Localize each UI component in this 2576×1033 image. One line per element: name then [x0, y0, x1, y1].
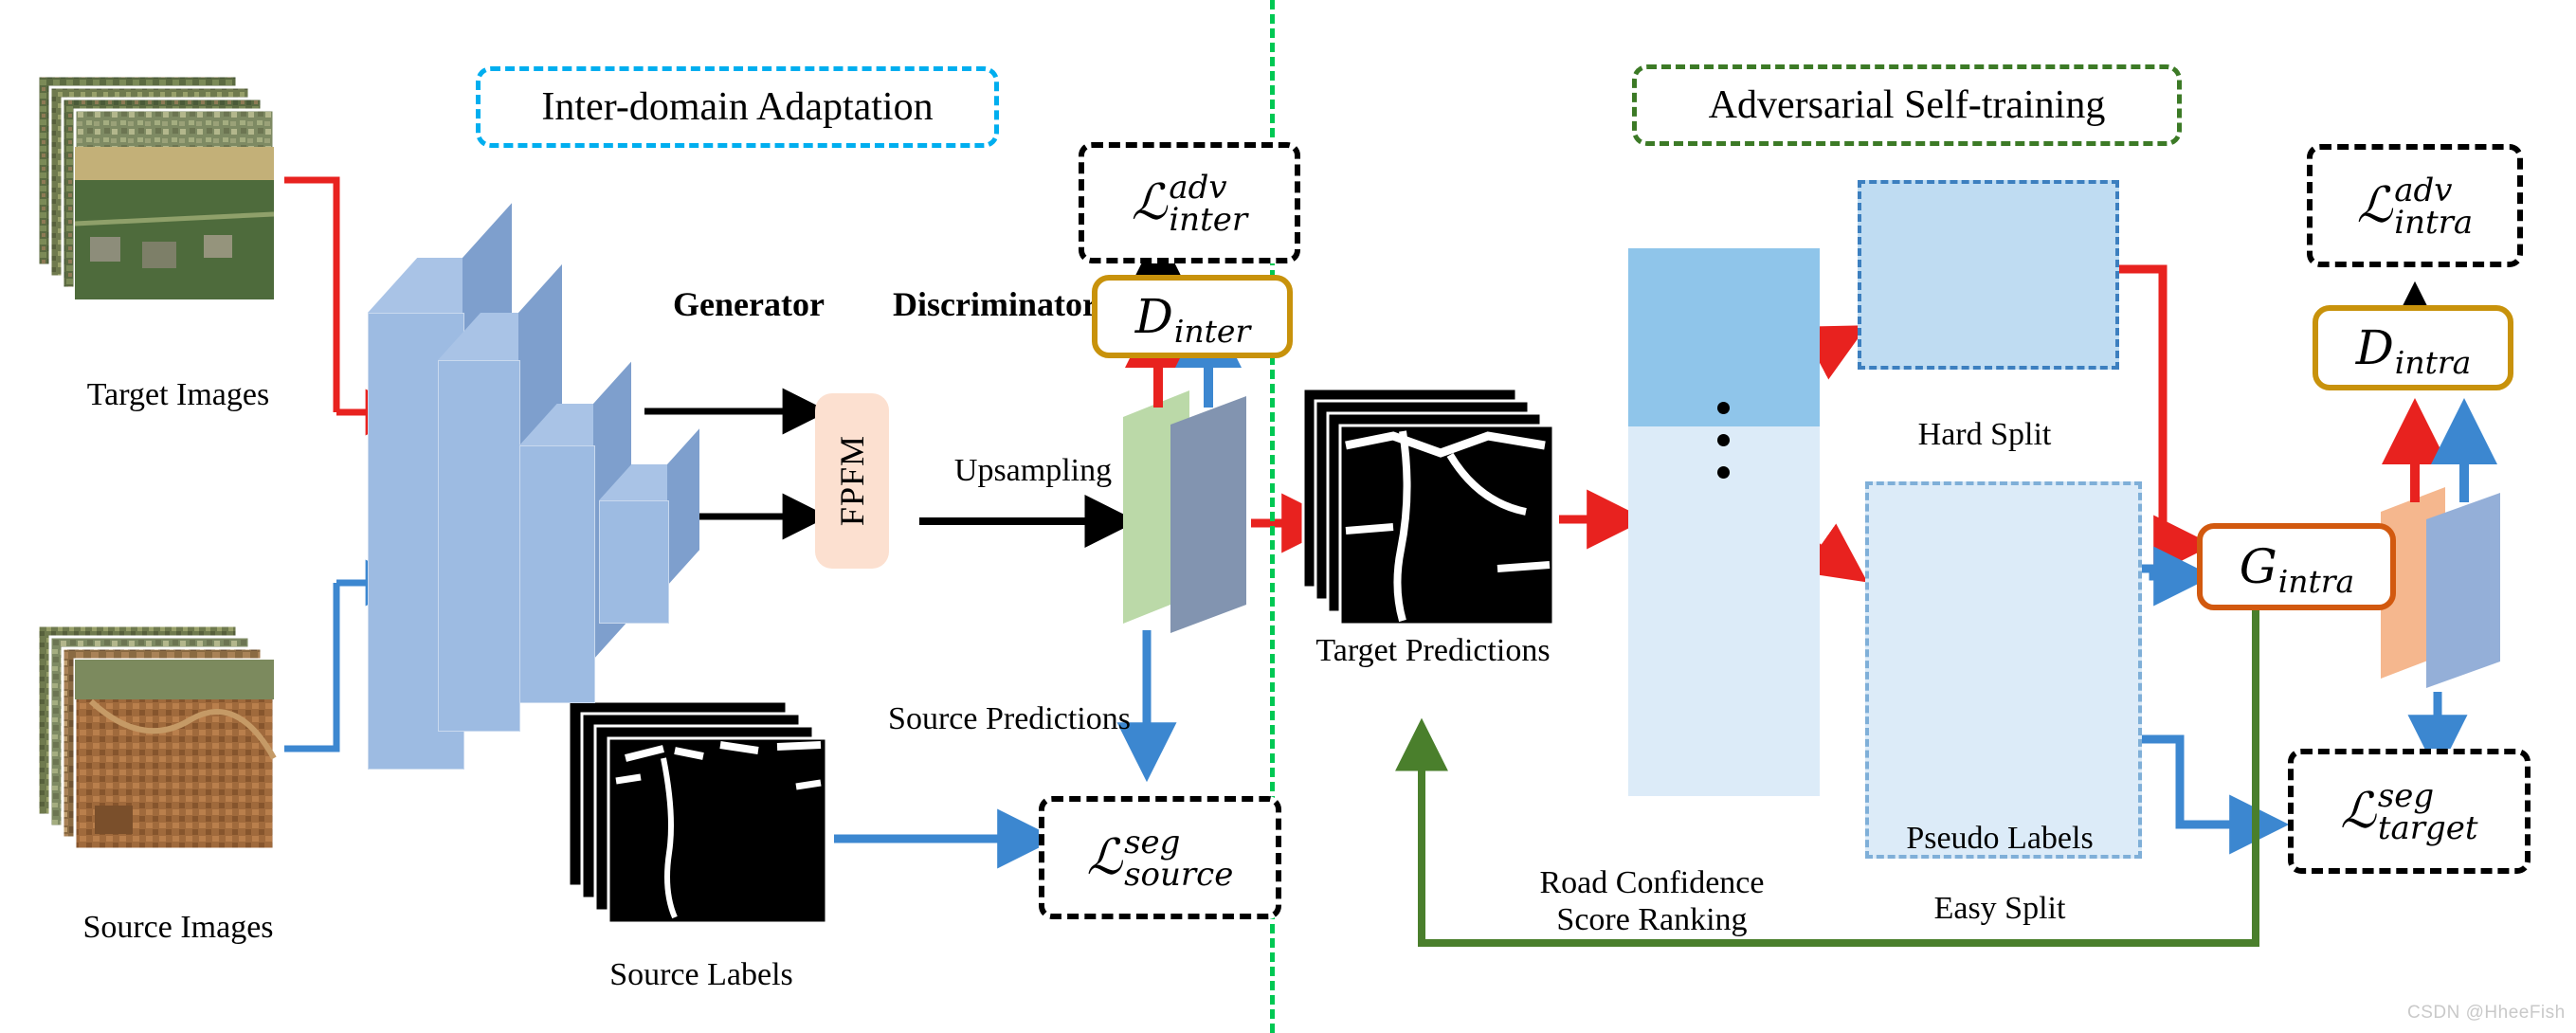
loss-source-seg-script: seg source: [1124, 824, 1234, 894]
section-title-inter-domain-label: Inter-domain Adaptation: [541, 85, 934, 129]
loss-intra-adv-box: ℒ adv intra: [2307, 144, 2523, 267]
ranking-dot-1: [1717, 402, 1730, 414]
source-labels-stack: [567, 699, 828, 925]
inter-prediction-planes: [1123, 390, 1246, 633]
target-images-label: Target Images: [86, 377, 270, 412]
loss-source-seg-symbol: ℒ: [1086, 829, 1123, 886]
ranking-dot-2: [1717, 434, 1730, 446]
target-predictions-label: Target Predictions: [1315, 633, 1551, 668]
intra-output-planes: [2381, 487, 2500, 688]
source-image-stack: [36, 624, 277, 851]
loss-inter-adv-script: adv inter: [1169, 169, 1248, 239]
ranking-column-easy-band: [1628, 426, 1820, 796]
easy-split-panel: [1865, 481, 2142, 859]
loss-inter-adv-box: ℒ adv inter: [1079, 142, 1300, 263]
target-image-stack: [36, 74, 276, 301]
ranking-label: Road Confidence Score Ranking: [1496, 864, 1808, 938]
section-divider: [1270, 0, 1275, 1033]
generator-block-2: [438, 263, 562, 732]
ranking-dot-3: [1717, 466, 1730, 479]
ranking-label-line1: Road Confidence: [1539, 865, 1765, 900]
loss-target-seg-script: seg target: [2377, 777, 2478, 847]
source-predictions-label: Source Predictions: [888, 701, 1131, 736]
ranking-label-line2: Score Ranking: [1556, 902, 1748, 938]
watermark: CSDN @HheeFish: [2407, 1003, 2566, 1023]
generator-block-4: [599, 428, 700, 624]
loss-inter-adv-symbol: ℒ: [1131, 174, 1168, 231]
easy-split-label: Easy Split: [1933, 891, 2066, 926]
hard-split-panel: [1858, 180, 2119, 370]
loss-target-seg-symbol: ℒ: [2340, 783, 2376, 840]
loss-source-seg-box: ℒ seg source: [1039, 796, 1281, 919]
generator-block-3: [519, 361, 631, 703]
fpfm-label: FPFM: [833, 435, 871, 527]
hard-split-label: Hard Split: [1917, 417, 2052, 452]
loss-intra-adv-symbol: ℒ: [2356, 177, 2393, 234]
loss-target-seg-box: ℒ seg target: [2288, 749, 2531, 874]
section-title-adversarial-label: Adversarial Self-training: [1708, 83, 2106, 127]
generator-label: Generator: [673, 285, 825, 323]
source-images-label: Source Images: [82, 910, 274, 945]
section-title-inter-domain: Inter-domain Adaptation: [476, 66, 999, 148]
ranking-column-hard-band: [1628, 248, 1820, 426]
source-labels-label: Source Labels: [609, 957, 793, 992]
pseudo-labels-label: Pseudo Labels: [1906, 821, 2094, 856]
discriminator-label: Discriminator: [893, 285, 1098, 323]
target-predictions-stack: [1301, 387, 1555, 626]
fpfm-block: FPFM: [815, 393, 889, 569]
section-title-adversarial: Adversarial Self-training: [1632, 64, 2182, 146]
upsampling-label: Upsampling: [953, 453, 1113, 488]
loss-intra-adv-script: adv intra: [2394, 172, 2474, 242]
